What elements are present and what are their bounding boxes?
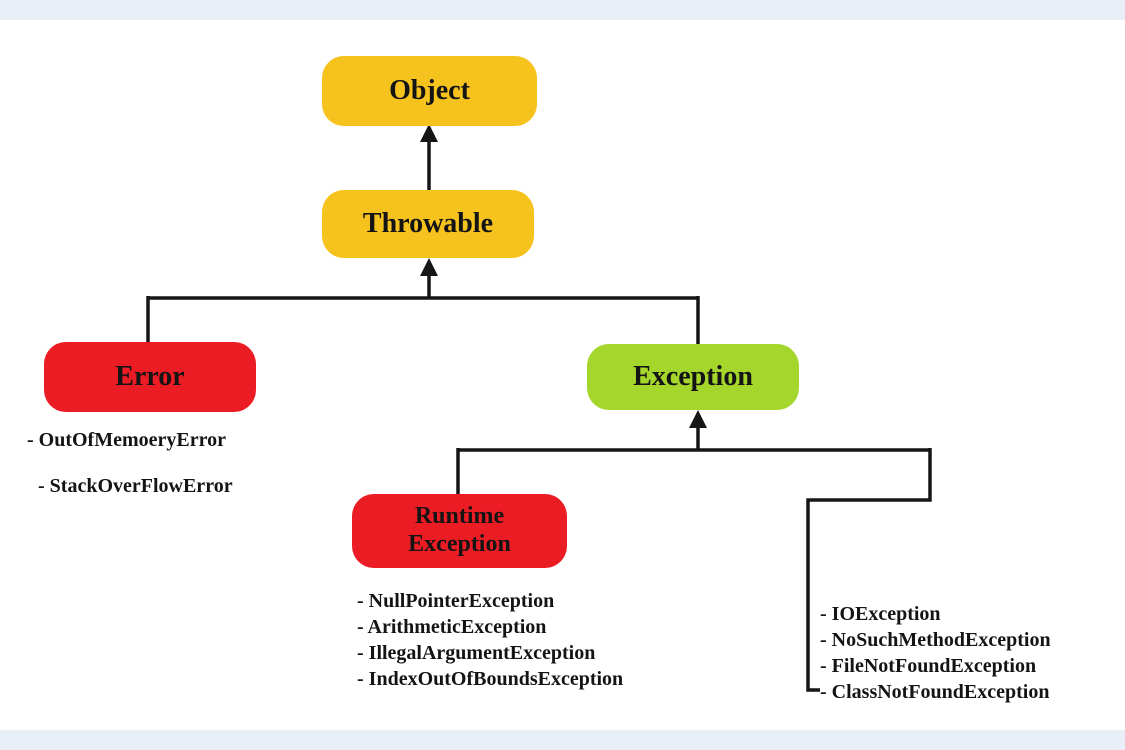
exception-child-nosuchmethodexception: - NoSuchMethodException: [820, 629, 1051, 651]
node-object: Object: [322, 56, 537, 126]
arrowhead-object: [420, 124, 438, 142]
node-object-label: Object: [389, 74, 470, 106]
node-runtime-exception: Runtime Exception: [352, 494, 567, 568]
node-runtime-label-line2: Exception: [408, 531, 511, 557]
runtime-child-nullpointerexception: - NullPointerException: [357, 590, 555, 612]
top-border-band: [0, 0, 1125, 20]
node-exception: Exception: [587, 344, 799, 410]
node-runtime-label-line1: Runtime: [414, 503, 505, 530]
runtime-child-indexoutofboundsexception: - IndexOutOfBoundsException: [357, 668, 624, 690]
runtime-exception-children-list: - NullPointerException - ArithmeticExcep…: [357, 588, 623, 692]
arrowhead-exception: [689, 410, 707, 428]
arrowhead-throwable: [420, 258, 438, 276]
node-error-label: Error: [115, 360, 185, 392]
node-error: Error: [44, 342, 256, 412]
error-child-stackoverflowerror: - StackOverFlowError: [38, 475, 233, 497]
error-child-outofmemoryerror: - OutOfMemoeryError: [27, 429, 226, 451]
runtime-child-arithmeticexception: - ArithmeticException: [357, 616, 547, 638]
node-throwable-label: Throwable: [362, 207, 494, 239]
exception-child-filenotfoundexception: - FileNotFoundException: [820, 655, 1037, 677]
runtime-child-illegalargumentexception: - IllegalArgumentException: [357, 642, 596, 664]
node-exception-label: Exception: [633, 360, 753, 392]
exception-child-ioexception: - IOException: [820, 603, 941, 625]
checked-exception-children-list: - IOException - NoSuchMethodException - …: [820, 601, 1051, 705]
node-throwable: Throwable: [322, 190, 534, 258]
bottom-border-band: [0, 730, 1125, 750]
exception-child-classnotfoundexception: - ClassNotFoundException: [820, 681, 1050, 703]
